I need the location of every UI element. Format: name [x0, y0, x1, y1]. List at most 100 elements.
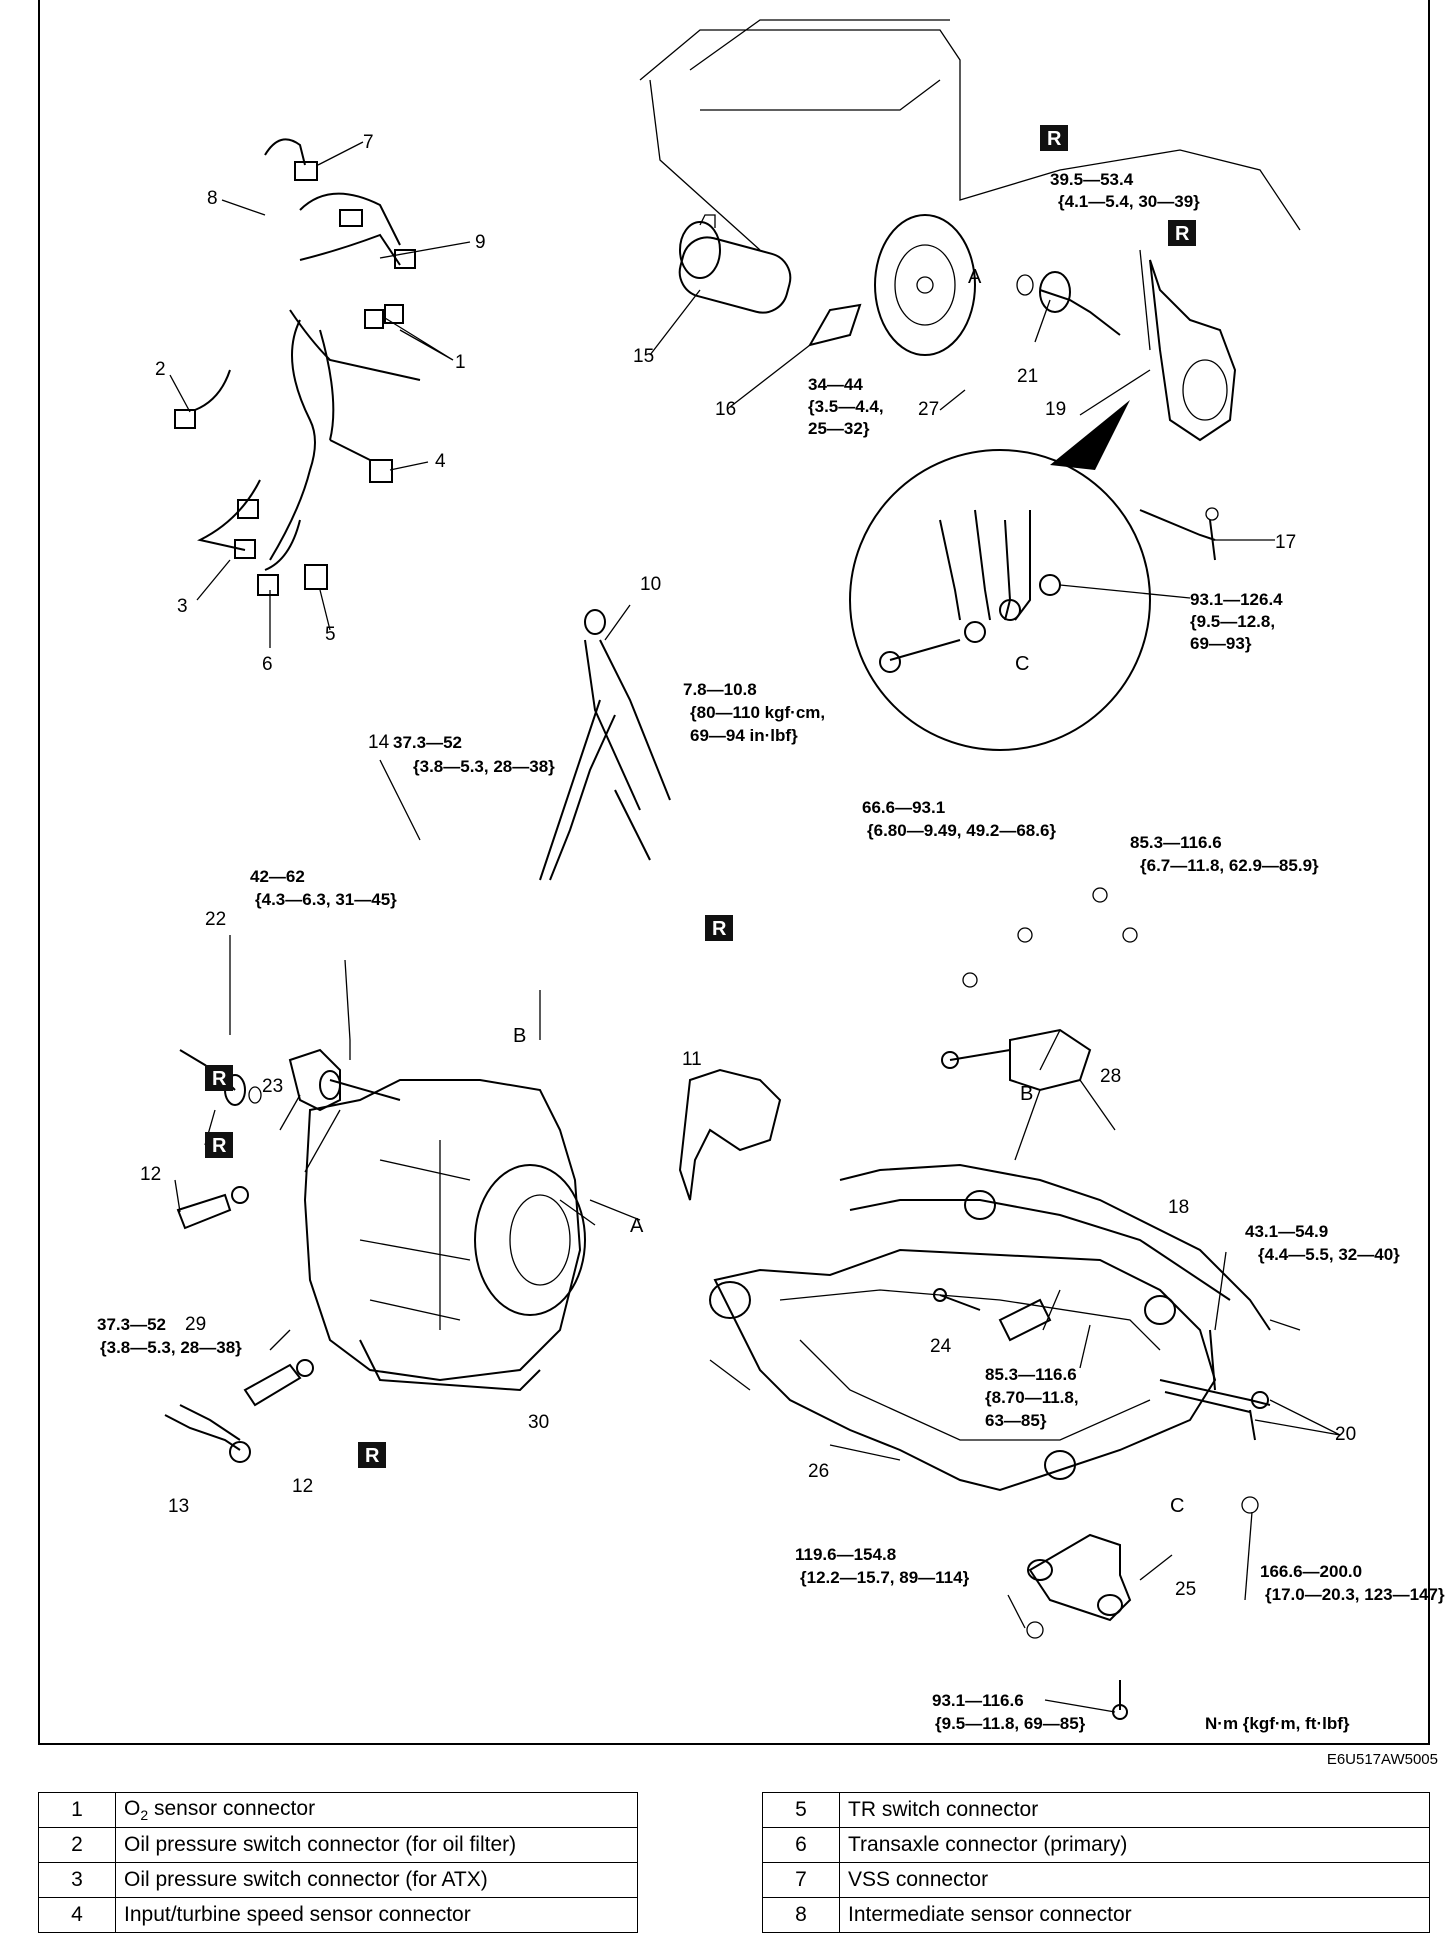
torque-14-line1: 37.3—52: [393, 733, 462, 752]
callout-25: 25: [1175, 1579, 1196, 1600]
r-mark-lower: R: [358, 1442, 386, 1468]
legend-row: 6 Transaxle connector (primary): [762, 1827, 1430, 1863]
legend-label: Oil pressure switch connector (for oil f…: [115, 1827, 638, 1863]
svg-text:R: R: [212, 1135, 227, 1157]
legend-table-left: 1 O2 sensor connector 2 Oil pressure swi…: [38, 1792, 638, 1933]
legend-label: Transaxle connector (primary): [839, 1827, 1430, 1863]
callout-15: 15: [633, 346, 654, 367]
legend-number: 1: [38, 1792, 116, 1828]
torque-specs: 39.5—53.4 {4.1—5.4, 30—39} 34—44 {3.5—4.…: [97, 170, 1445, 1733]
legend-row: 8 Intermediate sensor connector: [762, 1897, 1430, 1933]
r-mark-knuckle: R: [1168, 220, 1196, 246]
callout-28: 28: [1100, 1066, 1121, 1087]
callout-11: 11: [682, 1049, 702, 1070]
letter-a-transaxle: A: [630, 1215, 644, 1237]
callout-19: 19: [1045, 399, 1066, 420]
leader-lines: [169, 141, 1341, 1713]
torque-27-line3: 25—32}: [808, 419, 870, 438]
callout-4: 4: [435, 451, 446, 472]
callout-26: 26: [808, 1461, 829, 1482]
wiring-harness: [174, 138, 421, 596]
svg-text:R: R: [365, 1445, 380, 1467]
legend-row: 5 TR switch connector: [762, 1792, 1430, 1828]
torque-mount2-line2: {6.7—11.8, 62.9—85.9}: [1140, 856, 1319, 875]
legend-label: Intermediate sensor connector: [839, 1897, 1430, 1933]
letter-b-transaxle: B: [513, 1025, 526, 1047]
torque-c-line2: {9.5—12.8,: [1190, 612, 1275, 631]
legend-label: Input/turbine speed sensor connector: [115, 1897, 638, 1933]
torque-mount-line2: {6.80—9.49, 49.2—68.6}: [867, 821, 1056, 840]
engine-outline: [639, 19, 1301, 251]
crossmember: [709, 1163, 1271, 1492]
torque-24-line2: {8.70—11.8,: [985, 1388, 1079, 1407]
torque-25a-line2: {12.2—15.7, 89—114}: [800, 1568, 970, 1587]
knuckle: [1139, 249, 1237, 442]
callout-30: 30: [528, 1412, 549, 1433]
svg-text:R: R: [1047, 128, 1062, 150]
legend-number: 4: [38, 1897, 116, 1933]
callout-24: 24: [930, 1336, 952, 1357]
legend-row: 7 VSS connector: [762, 1862, 1430, 1898]
legend-label: Oil pressure switch connector (for ATX): [115, 1862, 638, 1898]
torque-23-line1: 42—62: [250, 867, 305, 886]
torque-18-line1: 43.1—54.9: [1245, 1222, 1328, 1241]
legend-row: 2 Oil pressure switch connector (for oil…: [38, 1827, 638, 1863]
callout-1: 1: [455, 352, 466, 373]
callout-8: 8: [207, 188, 218, 209]
torque-mount-line1: 66.6—93.1: [862, 798, 945, 817]
torque-29-line2: {3.8—5.3, 28—38}: [100, 1338, 242, 1357]
mount-25: [1026, 1496, 1259, 1720]
legend-row: 4 Input/turbine speed sensor connector: [38, 1897, 638, 1933]
torque-mount2-line1: 85.3—116.6: [1130, 833, 1222, 852]
callout-3: 3: [177, 596, 188, 617]
torque-10-line1: 7.8—10.8: [683, 680, 757, 699]
callout-21: 21: [1017, 366, 1038, 387]
r-mark-sensor-12: R: [205, 1132, 233, 1158]
legend-label: O2 sensor connector: [115, 1792, 638, 1828]
legend-number: 3: [38, 1862, 116, 1898]
svg-text:R: R: [212, 1068, 227, 1090]
transaxle: [303, 1079, 586, 1392]
sensor-12-upper: [176, 1186, 249, 1230]
callout-29: 29: [185, 1314, 206, 1335]
bracket-11: [678, 1068, 782, 1201]
callout-6: 6: [262, 654, 273, 675]
torque-25b-line1: 166.6—200.0: [1260, 1562, 1362, 1581]
letter-c-detail: C: [1015, 653, 1029, 675]
torque-25b-line2: {17.0—20.3, 123—147}: [1265, 1585, 1445, 1604]
callout-10: 10: [640, 574, 661, 595]
starter-shield: [807, 303, 862, 347]
legend-number: 8: [762, 1897, 840, 1933]
tie-rod-end: [1139, 507, 1219, 561]
legend-number: 6: [762, 1827, 840, 1863]
torque-27-line1: 34—44: [808, 375, 863, 394]
sensor-12-lower: [243, 1359, 314, 1407]
letter-c-crossmember: C: [1170, 1495, 1184, 1517]
starter-motor: [678, 214, 792, 314]
oil-level-gauge: [539, 609, 671, 881]
detail-circle-c: [849, 400, 1151, 751]
torque-23-line2: {4.3—6.3, 31—45}: [255, 890, 397, 909]
callout-20: 20: [1335, 1424, 1356, 1445]
legend-label: TR switch connector: [839, 1792, 1430, 1828]
callout-12-upper: 12: [140, 1164, 161, 1185]
torque-25c-line1: 93.1—116.6: [932, 1691, 1024, 1710]
drive-shaft: [1016, 271, 1121, 336]
callout-18: 18: [1168, 1197, 1189, 1218]
legend-row: 3 Oil pressure switch connector (for ATX…: [38, 1862, 638, 1898]
torque-c-line1: 93.1—126.4: [1190, 590, 1283, 609]
drive-plate: [874, 214, 976, 356]
reference-letters: A A B B C C: [513, 266, 1184, 1517]
legend-number: 7: [762, 1862, 840, 1898]
callout-22: 22: [205, 909, 226, 930]
torque-10-line3: 69—94 in·lbf}: [690, 726, 798, 745]
callout-16: 16: [715, 399, 736, 420]
callout-12-lower: 12: [292, 1476, 313, 1497]
units-label: N·m {kgf·m, ft·lbf}: [1205, 1714, 1350, 1733]
torque-10-line2: {80—110 kgf·cm,: [690, 703, 825, 722]
svg-text:R: R: [712, 918, 727, 940]
bracket-23: [288, 1048, 401, 1112]
svg-text:R: R: [1175, 223, 1190, 245]
legend-row: 1 O2 sensor connector: [38, 1792, 638, 1828]
r-marks: R R R R R R: [205, 125, 1196, 1468]
